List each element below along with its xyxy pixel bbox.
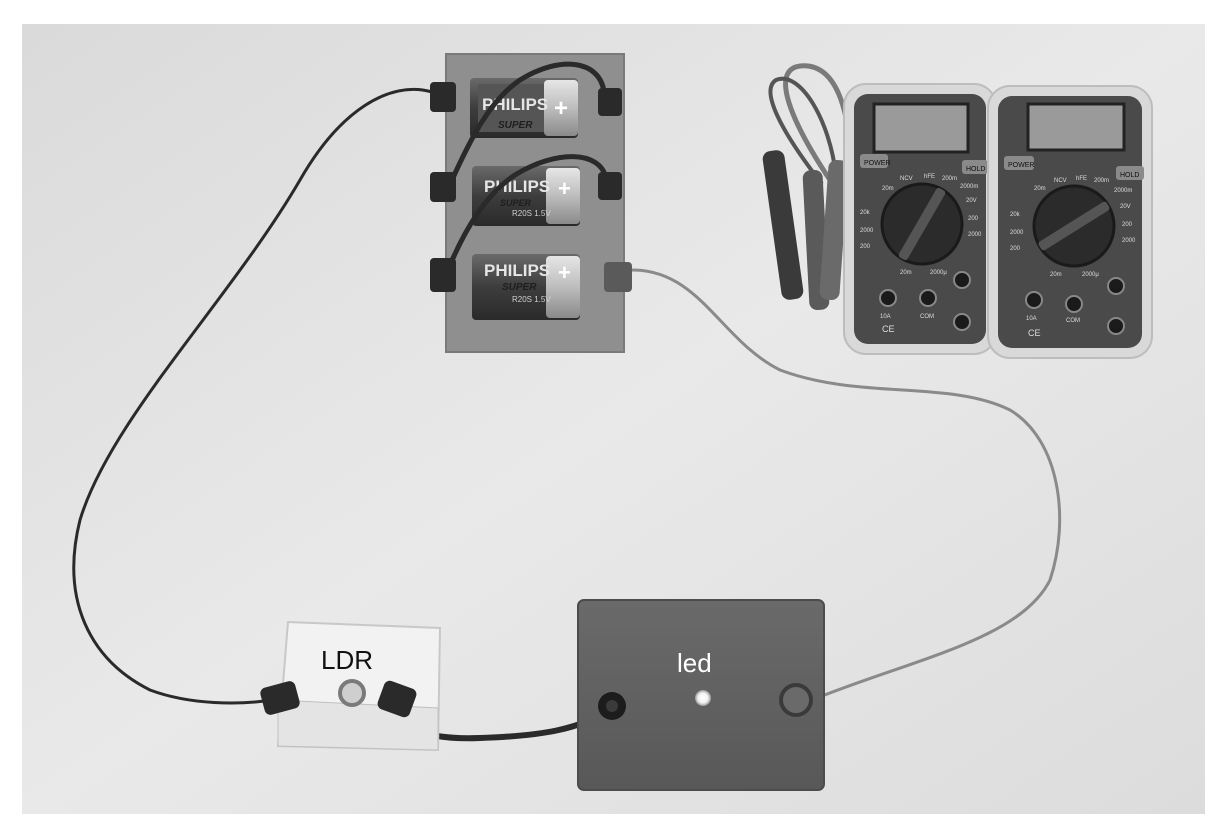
ce-mark: CE	[1028, 328, 1041, 338]
jack-ma[interactable]	[1107, 317, 1125, 335]
dial-label: 20m	[1050, 272, 1062, 278]
multimeter-2: POWER HOLD 20m NCV hFE 200m 2000m 20V 20…	[987, 85, 1153, 359]
jack-label: 10A	[880, 314, 891, 320]
dial-label: 2000m	[960, 184, 978, 190]
battery-spec: R20S 1.5V	[512, 209, 551, 218]
ce-mark: CE	[882, 324, 895, 334]
led-box: led	[577, 599, 825, 791]
dial-label: 200	[1122, 222, 1133, 228]
battery-plus: +	[558, 260, 571, 285]
jumper-wire-bottom	[447, 154, 609, 266]
dial-label: 20V	[966, 198, 977, 204]
jack-10a[interactable]	[1025, 291, 1043, 309]
dial-label: 200	[968, 216, 979, 222]
dial-label: hFE	[924, 174, 935, 180]
battery-2: PHILIPS SUPER R20S 1.5V +	[472, 166, 580, 226]
power-button[interactable]: POWER	[864, 160, 890, 167]
wire-battery-to-led	[631, 268, 1062, 702]
battery-plus: +	[554, 95, 568, 122]
dial-label: 2000	[860, 228, 874, 234]
battery-3: PHILIPS SUPER R20S 1.5V +	[472, 254, 580, 320]
dial-label: 20k	[1010, 212, 1021, 218]
battery-line: SUPER	[498, 120, 533, 131]
jack-label: COM	[1066, 318, 1080, 324]
battery-plus: +	[558, 176, 571, 201]
multimeter-display	[1026, 102, 1126, 152]
led-light	[695, 690, 711, 706]
jack-com[interactable]	[1065, 295, 1083, 313]
dial-label: 2000	[1010, 230, 1024, 236]
dial-label: 200	[1010, 246, 1021, 252]
battery-line: SUPER	[502, 282, 537, 293]
dial-label: NCV	[900, 176, 913, 182]
hold-button[interactable]: HOLD	[1120, 172, 1139, 179]
dial-label: 2000m	[1114, 188, 1132, 194]
multimeter-1: POWER HOLD 20m NCV hFE 200m 2000m 20V 20…	[843, 83, 997, 355]
ldr-label: LDR	[321, 645, 373, 675]
dial-label: 200m	[942, 176, 957, 182]
power-button[interactable]: POWER	[1008, 162, 1034, 169]
battery-brand: PHILIPS	[484, 177, 550, 196]
multimeter-display	[872, 102, 970, 154]
battery-1: PHILIPS SUPER +	[470, 78, 578, 138]
jack-com[interactable]	[919, 289, 937, 307]
probe-leads	[762, 63, 855, 311]
dial-label: 20k	[860, 210, 871, 216]
dial-label: hFE	[1076, 176, 1087, 182]
hold-button[interactable]: HOLD	[966, 166, 985, 173]
battery-brand: PHILIPS	[484, 261, 550, 280]
dial-label: 2000μ	[1082, 272, 1099, 278]
jack-label: COM	[920, 314, 934, 320]
dial-label: 20m	[1034, 186, 1046, 192]
battery-connectors	[430, 82, 632, 292]
ldr-holder: LDR	[260, 620, 442, 752]
jumper-wire-top	[449, 61, 607, 182]
jack-10a[interactable]	[879, 289, 897, 307]
dial-label: 20m	[900, 270, 912, 276]
ldr-sensor	[338, 679, 366, 707]
dial-label: 200m	[1094, 178, 1109, 184]
dial-label: 200	[860, 244, 871, 250]
dial-label: 20m	[882, 186, 894, 192]
jack-v[interactable]	[953, 271, 971, 289]
dial-label: 2000	[1122, 238, 1136, 244]
jack-label: 10A	[1026, 316, 1037, 322]
jack-ma[interactable]	[953, 313, 971, 331]
jack-v[interactable]	[1107, 277, 1125, 295]
led-label: led	[677, 648, 712, 678]
dial-label: 20V	[1120, 204, 1131, 210]
dial-label: 2000	[968, 232, 982, 238]
battery-line: SUPER	[500, 198, 532, 208]
dial-label: 2000μ	[930, 270, 947, 276]
dial-label: NCV	[1054, 178, 1067, 184]
battery-spec: R20S 1.5V	[512, 295, 551, 304]
wire-battery-to-ldr	[72, 87, 433, 705]
